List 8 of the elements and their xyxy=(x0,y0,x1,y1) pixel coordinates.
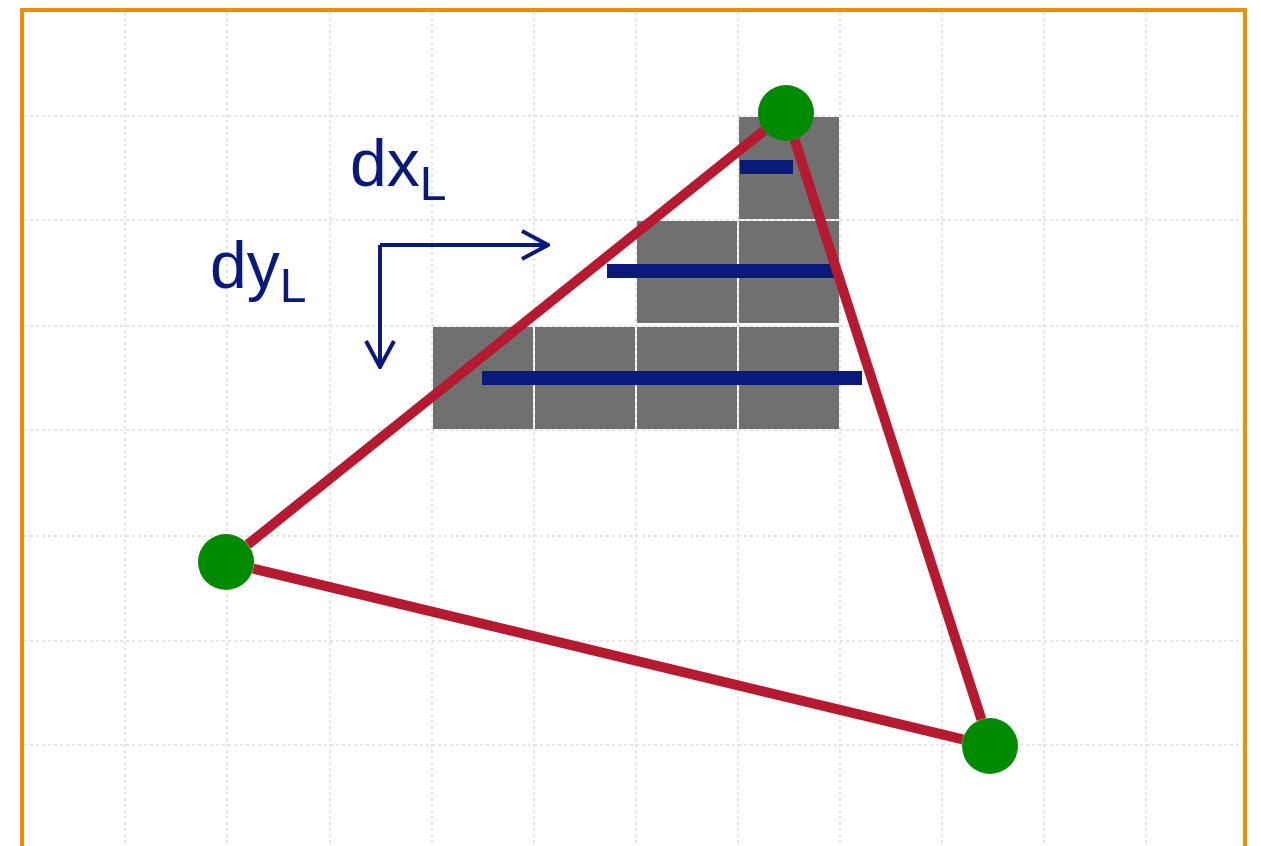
triangle-edge xyxy=(789,138,987,721)
vertex-dot xyxy=(758,85,814,141)
vertex-dot xyxy=(198,534,254,590)
axis-label: dy$_{L}$ xyxy=(210,232,307,310)
vertex-dot xyxy=(962,718,1018,774)
triangle-edge xyxy=(244,126,768,549)
axis-label: dx$_{L}$ xyxy=(350,130,447,208)
triangle-edge xyxy=(252,563,964,745)
